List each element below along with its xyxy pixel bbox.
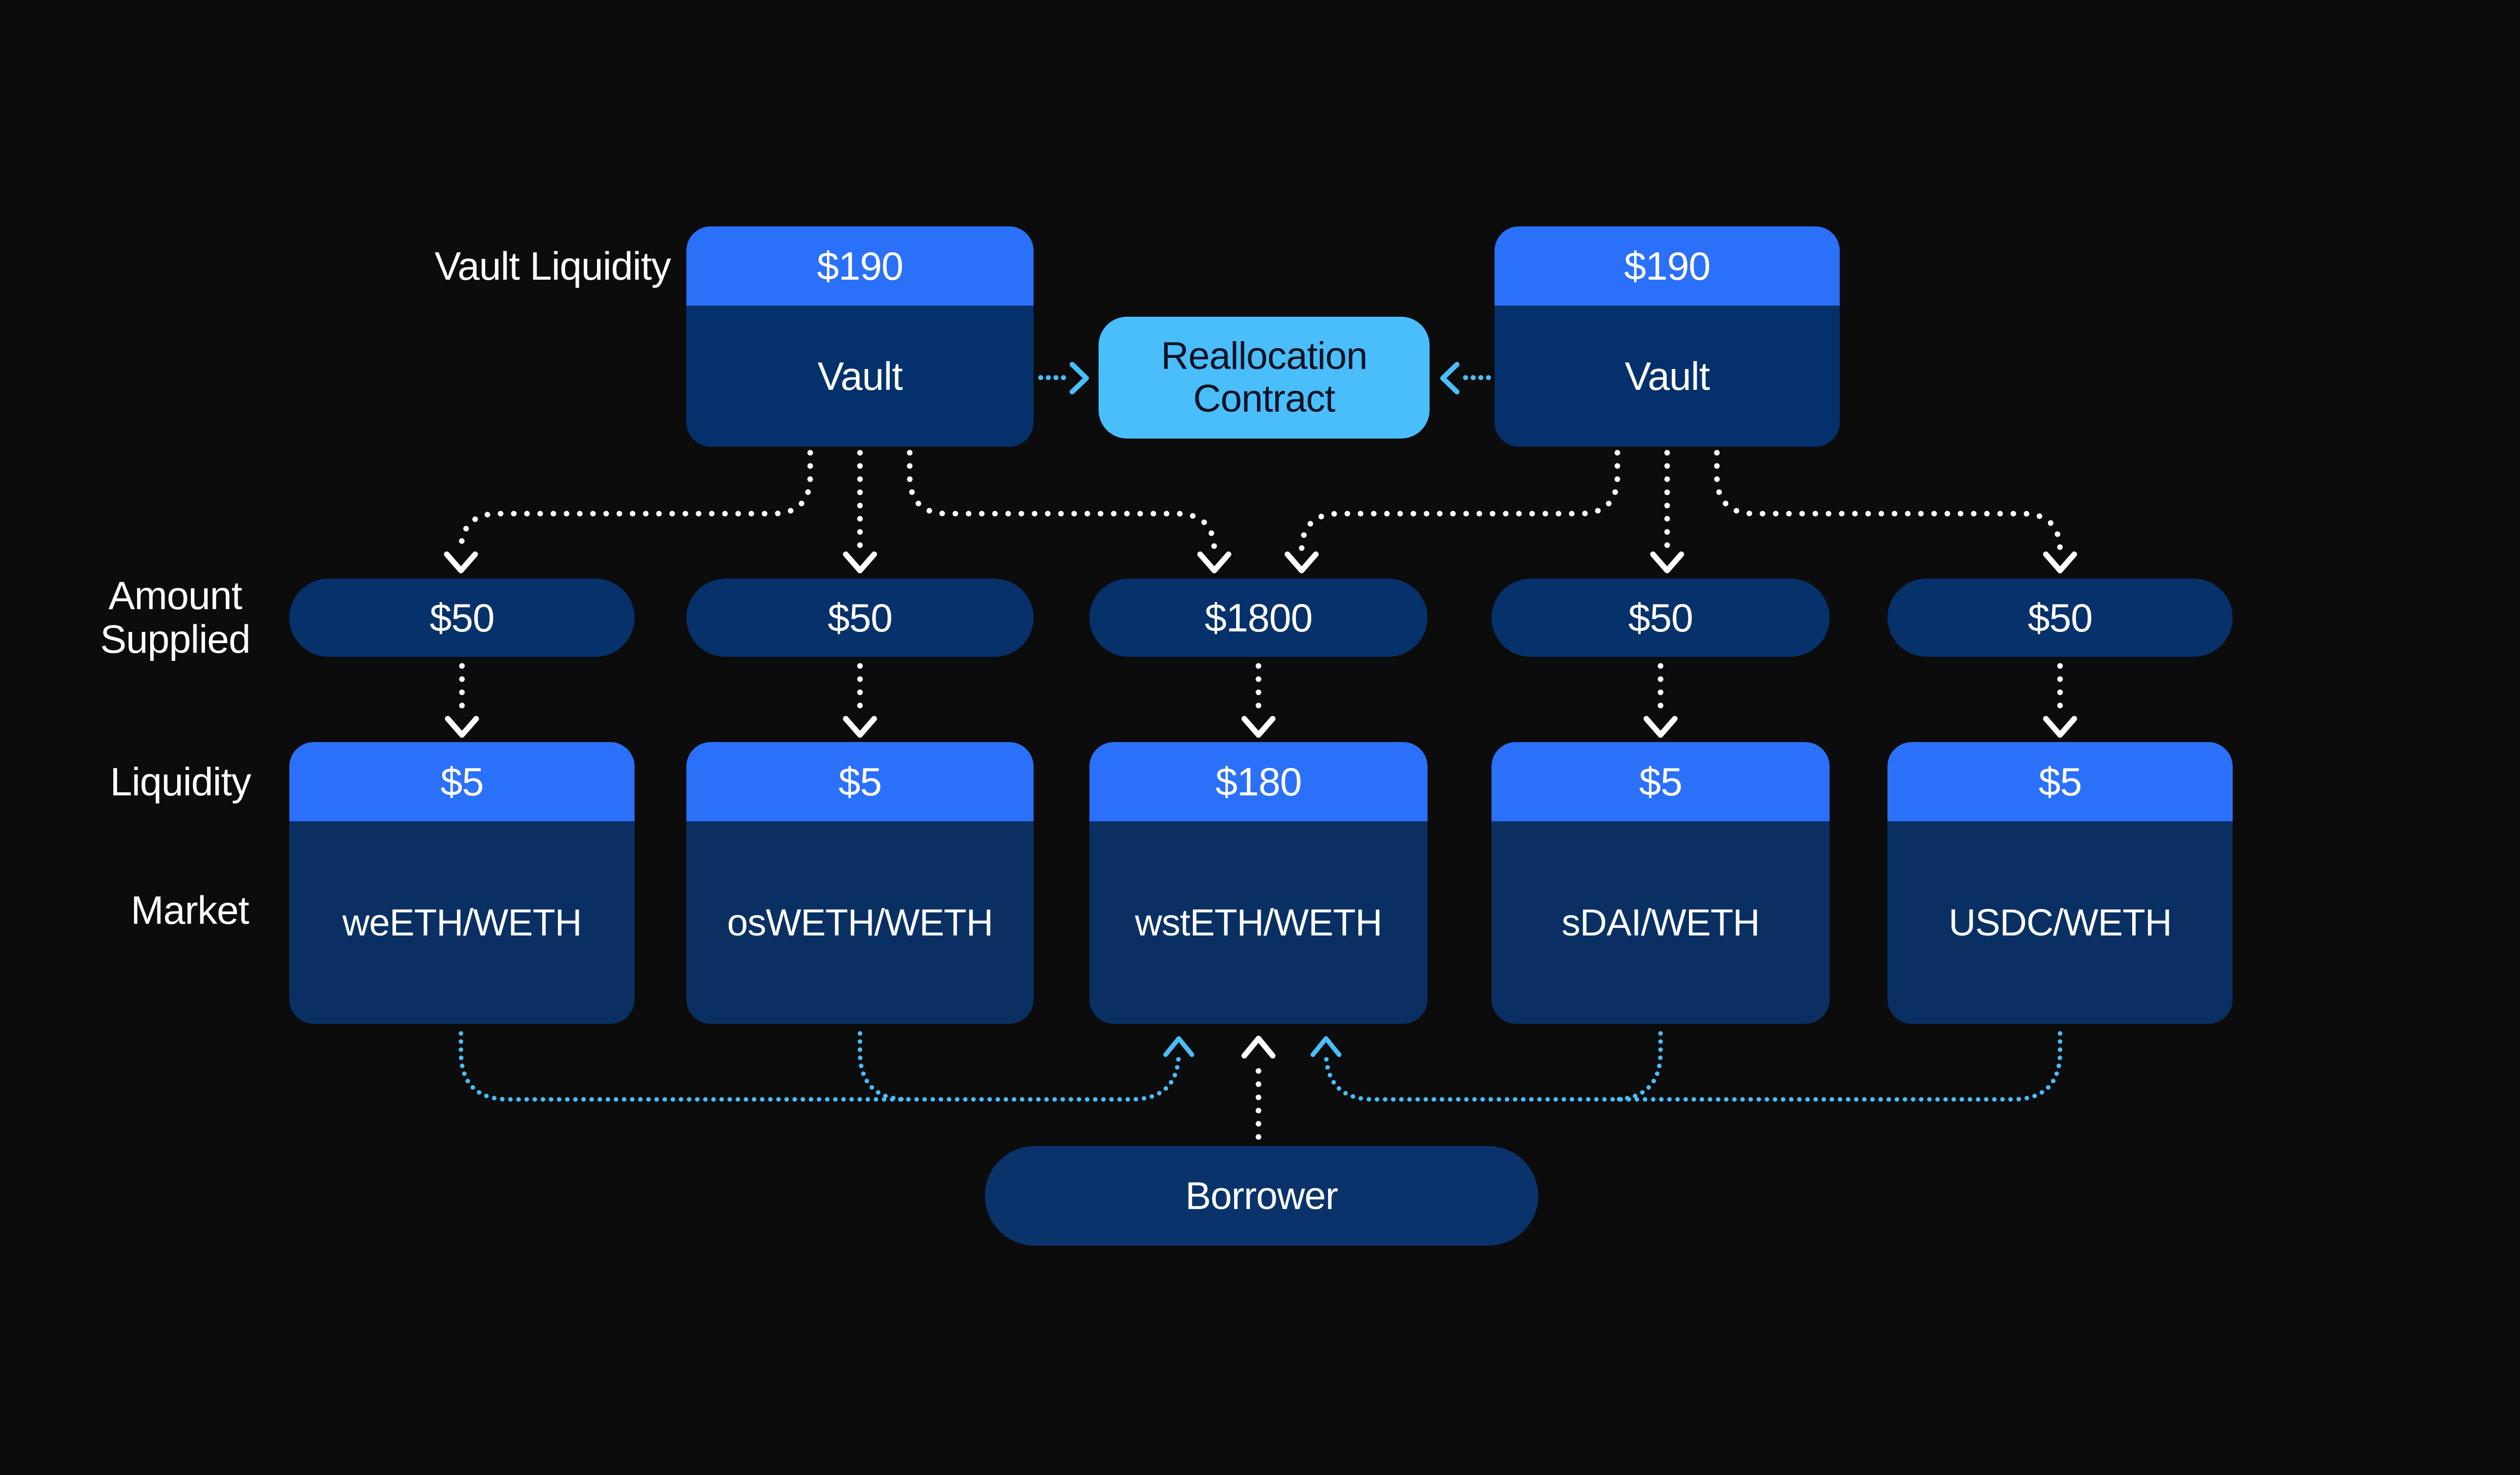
vault-node-2: $190 Vault	[1495, 226, 1840, 447]
arrow-market2-to-market3-line	[857, 1031, 910, 1102]
row-label-amount-supplied-line2: Supplied	[100, 617, 251, 661]
arrow-market1-to-market3-line	[458, 1031, 1181, 1102]
row-label-amount-supplied: Amount Supplied	[96, 574, 254, 661]
row-label-market: Market	[130, 888, 249, 932]
market-5-name: USDC/WETH	[1887, 821, 2233, 1024]
arrow-pill4-to-market4-chevron-icon	[1643, 716, 1678, 738]
arrow-vault2-to-pill3-chevron-icon	[1284, 551, 1319, 574]
arrow-market5-to-market3-line	[1323, 1031, 2063, 1102]
amount-supplied-pill-4: $50	[1491, 579, 1830, 657]
market-box-2: $5 osWETH/WETH	[686, 742, 1034, 1024]
market-3-liquidity-value: $180	[1089, 742, 1428, 821]
market-box-1: $5 weETH/WETH	[289, 742, 635, 1024]
arrow-vault1-to-pill3-chevron-icon	[1197, 551, 1232, 574]
arrow-vault2-to-pill4-chevron-icon	[1650, 551, 1684, 574]
row-label-liquidity: Liquidity	[110, 759, 251, 804]
arrow-left-markets-chevron-icon	[1163, 1036, 1195, 1057]
arrow-vault1-to-pill3-line	[907, 450, 1217, 554]
arrow-vault2-to-pill5-chevron-icon	[2043, 551, 2077, 574]
arrow-vault1-to-pill1-line	[458, 450, 813, 554]
borrower-node: Borrower	[985, 1146, 1538, 1246]
reallocation-contract-node: Reallocation Contract	[1099, 317, 1430, 439]
market-1-name: weETH/WETH	[289, 821, 635, 1024]
reallocation-contract-label-line2: Contract	[1193, 377, 1335, 420]
arrow-market4-to-market3-line	[1610, 1031, 1663, 1102]
row-label-amount-supplied-line1: Amount	[108, 573, 243, 618]
arrow-pill2-to-market2-chevron-icon	[843, 716, 877, 738]
arrow-pill5-to-market5-chevron-icon	[2043, 716, 2077, 738]
row-label-vault-liquidity: Vault Liquidity	[435, 244, 671, 288]
vault-1-label: Vault	[686, 306, 1034, 447]
market-4-liquidity-value: $5	[1491, 742, 1830, 821]
arrow-vault2-to-pill3-line	[1299, 450, 1620, 554]
market-1-liquidity-value: $5	[289, 742, 635, 821]
arrow-vault1-to-pill2-chevron-icon	[843, 551, 877, 574]
vault-2-label: Vault	[1495, 306, 1840, 447]
market-2-name: osWETH/WETH	[686, 821, 1034, 1024]
arrow-right-markets-chevron-icon	[1310, 1036, 1342, 1057]
market-4-name: sDAI/WETH	[1491, 821, 1830, 1024]
arrow-pill3-to-market3-chevron-icon	[1241, 716, 1276, 738]
arrow-vault2-to-contract-chevron-icon	[1440, 362, 1460, 394]
arrow-borrower-to-market3-chevron-icon	[1241, 1035, 1276, 1059]
arrow-vault2-to-pill5-line	[1714, 450, 2063, 554]
amount-supplied-pill-2: $50	[686, 579, 1034, 657]
market-box-4: $5 sDAI/WETH	[1491, 742, 1830, 1024]
arrow-vault1-to-contract-chevron-icon	[1070, 362, 1089, 394]
arrow-pill1-to-market1-chevron-icon	[445, 716, 479, 738]
arrow-vault1-to-pill1-chevron-icon	[444, 551, 478, 574]
reallocation-contract-label-line1: Reallocation	[1160, 334, 1368, 378]
market-2-liquidity-value: $5	[686, 742, 1034, 821]
vault-2-liquidity-value: $190	[1495, 226, 1840, 306]
market-box-5: $5 USDC/WETH	[1887, 742, 2233, 1024]
market-box-3: $180 wstETH/WETH	[1089, 742, 1428, 1024]
amount-supplied-pill-3: $1800	[1089, 579, 1428, 657]
vault-node-1: $190 Vault	[686, 226, 1034, 447]
amount-supplied-pill-1: $50	[289, 579, 635, 657]
amount-supplied-pill-5: $50	[1887, 579, 2233, 657]
market-5-liquidity-value: $5	[1887, 742, 2233, 821]
market-3-name: wstETH/WETH	[1089, 821, 1428, 1024]
vault-1-liquidity-value: $190	[686, 226, 1034, 306]
